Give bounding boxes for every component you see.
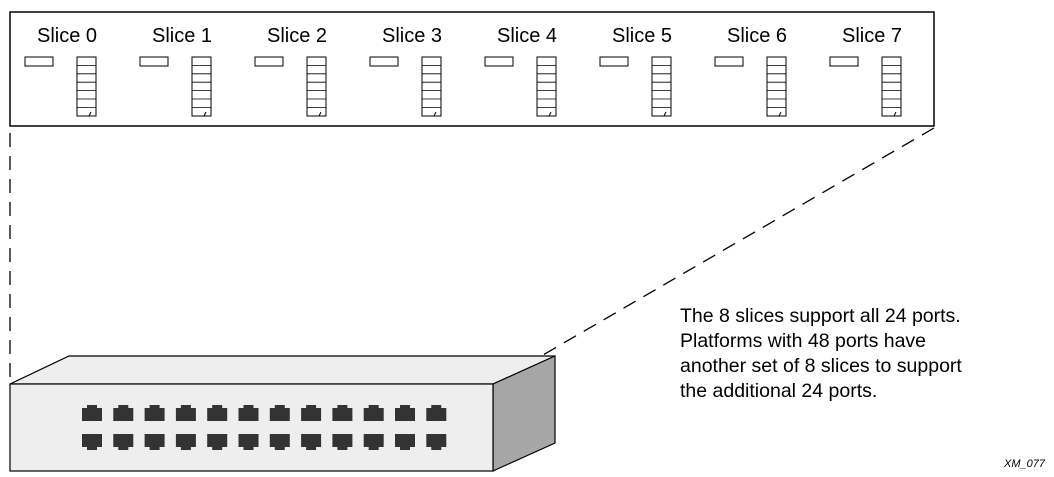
note-line: the additional 24 ports. <box>680 380 878 402</box>
port-icon <box>395 434 415 450</box>
slices-panel <box>9 11 935 127</box>
slice-label: Slice 0 <box>37 25 97 47</box>
port-icon <box>269 405 290 421</box>
port-icon <box>332 405 353 421</box>
slice-label: Slice 6 <box>727 25 787 47</box>
slice-7: Slice 7 <box>829 25 902 117</box>
slice-queue <box>766 56 787 117</box>
port-icon <box>395 405 415 421</box>
port-icon <box>301 434 322 450</box>
slice-register <box>714 56 744 67</box>
slice-register <box>599 56 629 67</box>
port-icon <box>269 434 290 450</box>
switch-ports <box>82 405 447 450</box>
slice-queue <box>421 56 442 117</box>
port-icon <box>207 434 228 450</box>
slice-4: Slice 4 <box>484 25 557 117</box>
port-icon <box>363 405 384 421</box>
slice-6: Slice 6 <box>714 25 787 117</box>
port-icon <box>426 434 447 450</box>
port-icon <box>113 434 134 450</box>
port-icon <box>301 405 322 421</box>
slice-queue <box>651 56 672 117</box>
slice-5: Slice 5 <box>599 25 672 117</box>
slice-queue <box>191 56 212 117</box>
slice-queue <box>306 56 327 117</box>
zoom-guide-right <box>492 127 935 385</box>
switch-top-face <box>9 355 556 385</box>
port-icon <box>175 434 196 450</box>
slice-label: Slice 3 <box>382 25 442 47</box>
slice-label: Slice 2 <box>267 25 327 47</box>
slice-label: Slice 1 <box>152 25 212 47</box>
slice-2: Slice 2 <box>254 25 327 117</box>
port-icon <box>82 405 102 421</box>
slice-register <box>254 56 284 67</box>
slice-queue <box>881 56 902 117</box>
slice-register <box>369 56 399 67</box>
slice-label: Slice 5 <box>612 25 672 47</box>
port-icon <box>332 434 353 450</box>
switch-front-face <box>9 383 494 472</box>
slice-0: Slice 0 <box>24 25 97 117</box>
slices-group: Slice 0 Slice 1 <box>24 25 902 117</box>
slice-register <box>484 56 514 67</box>
slice-label: Slice 7 <box>842 25 902 47</box>
port-icon <box>82 434 102 450</box>
figure-id: XM_077 <box>1004 458 1045 470</box>
slice-queue <box>76 56 97 117</box>
note-line: Platforms with 48 ports have <box>680 330 927 352</box>
slice-register <box>24 56 54 67</box>
slice-register <box>829 56 859 67</box>
note-line: The 8 slices support all 24 ports. <box>680 305 961 327</box>
port-icon <box>144 434 165 450</box>
port-icon <box>426 405 447 421</box>
note-line: another set of 8 slices to support <box>680 355 962 377</box>
port-icon <box>238 434 259 450</box>
slice-queue <box>536 56 557 117</box>
caption-note: The 8 slices support all 24 ports. Platf… <box>680 304 962 404</box>
port-icon <box>238 405 259 421</box>
switch-device <box>9 355 556 472</box>
slice-label: Slice 4 <box>497 25 557 47</box>
port-icon <box>144 405 165 421</box>
port-icon <box>113 405 134 421</box>
port-icon <box>207 405 228 421</box>
slice-3: Slice 3 <box>369 25 442 117</box>
slice-1: Slice 1 <box>139 25 212 117</box>
port-icon <box>175 405 196 421</box>
port-icon <box>363 434 384 450</box>
slice-register <box>139 56 169 67</box>
